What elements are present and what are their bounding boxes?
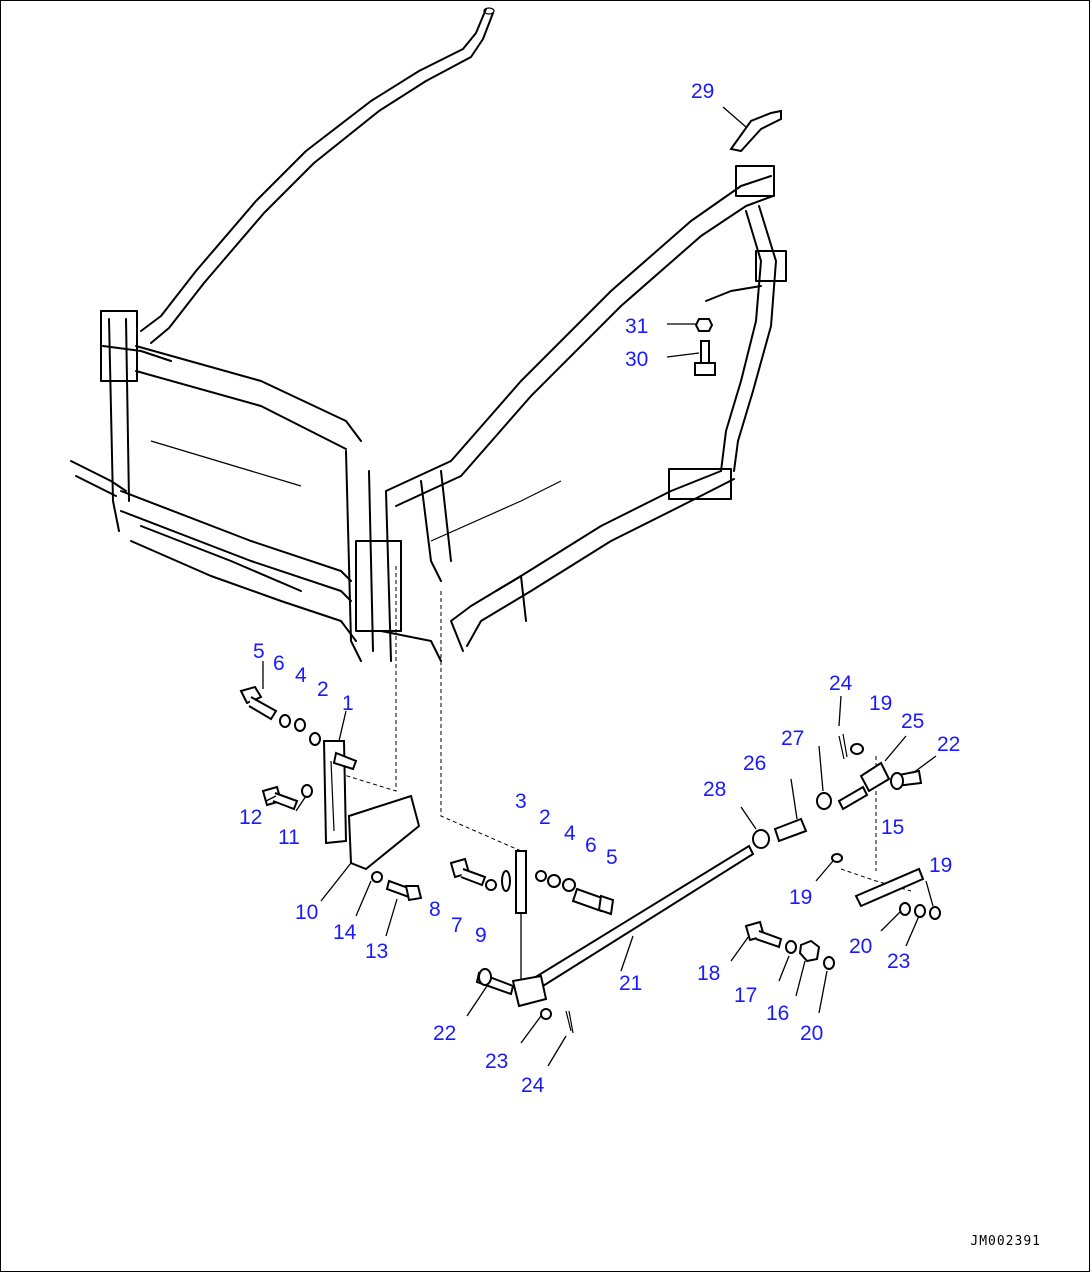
label-20b: 20	[800, 1022, 824, 1045]
label-24b: 24	[829, 672, 853, 695]
label-19c: 19	[929, 854, 953, 877]
right-linkage	[744, 733, 941, 970]
assembly-line-2	[440, 591, 522, 852]
label-14: 14	[333, 921, 357, 944]
label-19b: 19	[789, 886, 813, 909]
label-18: 18	[697, 962, 721, 985]
label-12: 12	[239, 806, 263, 829]
label-1: 1	[342, 692, 354, 715]
label-23b: 23	[887, 950, 911, 973]
label-10: 10	[295, 901, 319, 924]
label-19a: 19	[869, 692, 893, 715]
assembly-line-4	[840, 868, 912, 892]
label-31: 31	[625, 315, 649, 338]
label-28: 28	[703, 778, 727, 801]
label-3: 3	[515, 790, 527, 813]
label-24a: 24	[521, 1074, 545, 1097]
label-2b: 2	[539, 806, 551, 829]
label-6b: 6	[585, 834, 597, 857]
label-7: 7	[451, 914, 463, 937]
label-5: 5	[253, 640, 265, 663]
label-17: 17	[734, 984, 758, 1007]
label-2: 2	[317, 678, 329, 701]
label-30: 30	[625, 348, 649, 371]
lever-assembly	[239, 685, 511, 902]
label-22a: 22	[433, 1022, 457, 1045]
label-23a: 23	[485, 1050, 509, 1073]
label-11: 11	[278, 826, 300, 849]
label-29: 29	[691, 80, 715, 103]
assembly-line-1	[330, 566, 397, 792]
part-30-31-bolt-nut	[666, 318, 716, 376]
label-9: 9	[475, 924, 487, 947]
label-6: 6	[273, 652, 285, 675]
label-25: 25	[901, 710, 925, 733]
label-15: 15	[881, 816, 905, 839]
label-16: 16	[766, 1002, 790, 1025]
label-8: 8	[429, 898, 441, 921]
label-21: 21	[619, 972, 643, 995]
label-22b: 22	[937, 733, 961, 756]
label-13: 13	[365, 940, 389, 963]
leader-lines	[262, 661, 937, 1067]
label-4b: 4	[564, 822, 576, 845]
label-5b: 5	[606, 846, 618, 869]
drawing-code: JM002391	[970, 1234, 1041, 1249]
cab-frame	[70, 7, 787, 662]
part-21-rod	[475, 844, 755, 1034]
label-27: 27	[781, 727, 805, 750]
part-3-rod	[515, 850, 615, 986]
part-29-bracket	[722, 106, 782, 153]
label-4: 4	[295, 664, 307, 687]
label-20a: 20	[849, 935, 873, 958]
label-26: 26	[743, 752, 767, 775]
